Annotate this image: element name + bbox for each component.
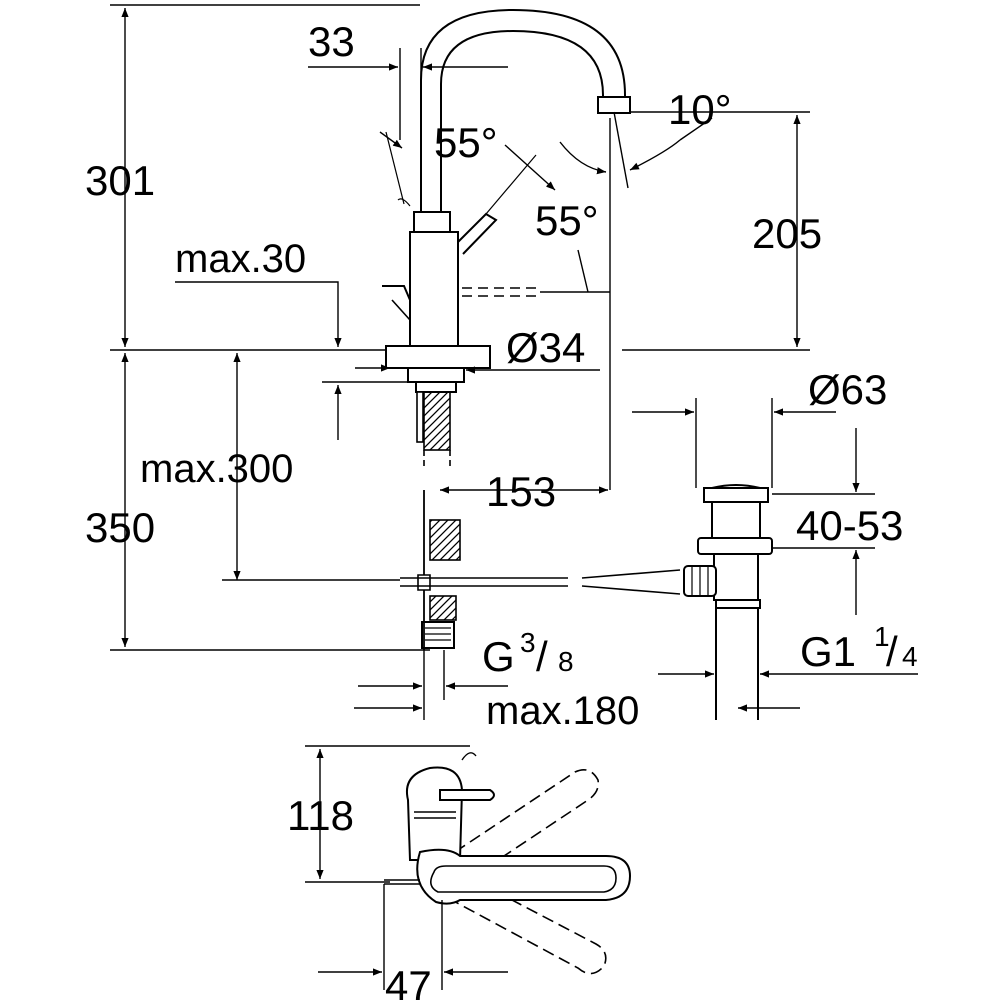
dim-118: 118 bbox=[287, 792, 354, 839]
svg-text:/: / bbox=[886, 628, 898, 675]
dimension-lines bbox=[110, 4, 918, 720]
svg-text:G: G bbox=[482, 633, 515, 680]
dim-301: 301 bbox=[85, 157, 155, 204]
svg-text:8: 8 bbox=[558, 646, 574, 677]
popup-rod-lower bbox=[391, 299, 411, 321]
lever-handle bbox=[416, 848, 632, 905]
hose-upper bbox=[423, 391, 451, 451]
dim-33: 33 bbox=[308, 18, 355, 65]
lever-swing-up bbox=[454, 769, 600, 881]
dim-max30: max.30 bbox=[175, 237, 306, 281]
lever-swing-left bbox=[385, 131, 405, 205]
drain-nut bbox=[715, 599, 761, 609]
svg-text:4: 4 bbox=[902, 641, 918, 672]
lever bbox=[457, 212, 498, 255]
drain-gasket bbox=[697, 537, 773, 555]
svg-text:G1: G1 bbox=[800, 628, 856, 675]
aerator bbox=[597, 96, 631, 114]
dim-diameter-34: Ø34 bbox=[506, 324, 585, 371]
dim-max300: max.300 bbox=[140, 447, 293, 491]
drain-tail-upper bbox=[713, 553, 759, 601]
popup-linkage bbox=[400, 490, 681, 650]
thread-g-3-8: G 3 / 8 bbox=[482, 627, 574, 680]
hose-mid bbox=[429, 519, 461, 561]
lever-swing-down bbox=[447, 877, 607, 975]
faucet-side-view bbox=[382, 8, 631, 347]
top-view-dimensions bbox=[305, 745, 508, 990]
spout-collar bbox=[413, 211, 451, 233]
svg-text:3: 3 bbox=[520, 627, 536, 658]
mixer-body bbox=[409, 231, 459, 347]
mount-plate bbox=[385, 345, 491, 369]
drain-flange bbox=[703, 487, 769, 503]
drain-tail bbox=[715, 608, 759, 720]
faucet-top-view bbox=[384, 752, 632, 975]
angle-55-lower: 55° bbox=[535, 197, 599, 244]
countertop bbox=[110, 345, 491, 393]
supply-hoses bbox=[416, 391, 461, 649]
dim-40-53: 40-53 bbox=[796, 502, 903, 549]
dim-47: 47 bbox=[385, 962, 432, 1000]
dim-max180: max.180 bbox=[486, 689, 639, 733]
spout bbox=[420, 8, 626, 212]
spout-inner bbox=[440, 29, 604, 212]
labels: 301 33 55° 10° 55° 205 max.30 Ø34 max.30… bbox=[85, 18, 918, 1000]
svg-text:1: 1 bbox=[874, 621, 890, 652]
drain-body bbox=[711, 501, 761, 539]
angle-55-upper: 55° bbox=[434, 119, 498, 166]
spout-top bbox=[406, 766, 464, 861]
angle-10: 10° bbox=[668, 86, 732, 133]
dim-350: 350 bbox=[85, 504, 155, 551]
hose-lower bbox=[429, 595, 457, 621]
hose-fitting bbox=[421, 621, 455, 649]
thread-g1-1-4: G1 1 / 4 bbox=[800, 621, 918, 675]
dim-205: 205 bbox=[752, 210, 822, 257]
lever-stub bbox=[439, 789, 495, 801]
dim-153: 153 bbox=[486, 468, 556, 515]
drain-assembly bbox=[683, 484, 773, 720]
svg-text:/: / bbox=[536, 633, 548, 680]
popup-rod bbox=[382, 285, 411, 301]
mount-nut bbox=[407, 367, 465, 383]
dim-diameter-63: Ø63 bbox=[808, 366, 887, 413]
